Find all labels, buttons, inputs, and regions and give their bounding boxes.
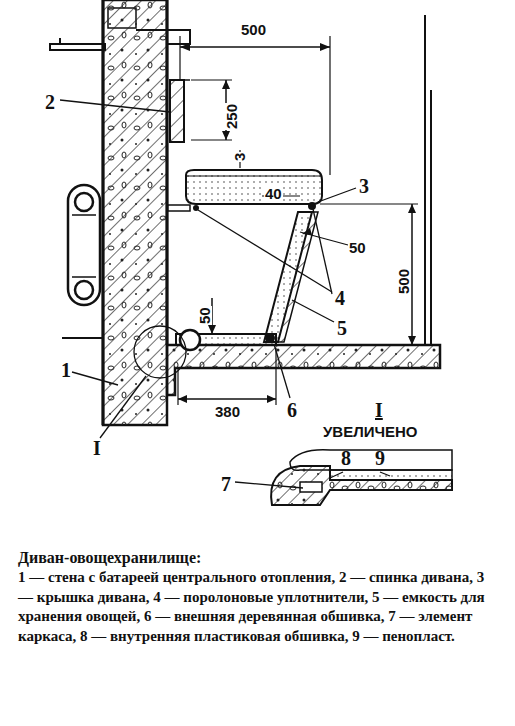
dimension: 50	[348, 240, 367, 255]
detail-mark: I	[374, 400, 384, 420]
callout-number: 5	[336, 318, 348, 338]
callout-number: 3	[358, 176, 370, 196]
dimension: 3	[232, 152, 247, 162]
caption-title: Диван-овощехранилище:	[18, 548, 498, 567]
callout-number: 4	[334, 288, 346, 308]
callout-number: 7	[220, 474, 232, 494]
dimension: 250	[224, 103, 239, 130]
dimension: 380	[214, 404, 241, 419]
detail-mark: I	[92, 438, 102, 458]
caption-text: 1 — стена с батареей центрального отопле…	[18, 568, 500, 646]
callout-number: 8	[340, 448, 352, 468]
dimension: 500	[396, 268, 411, 295]
dimension: 50	[197, 306, 212, 325]
callout-number: 9	[374, 448, 386, 468]
callout-number: 6	[286, 400, 298, 420]
callout-number: 1	[60, 360, 72, 380]
detail-title: УВЕЛИЧЕНО	[322, 424, 419, 439]
dimension: 500	[240, 22, 267, 37]
callout-number: 2	[44, 92, 56, 112]
dimension: 40	[264, 186, 283, 201]
